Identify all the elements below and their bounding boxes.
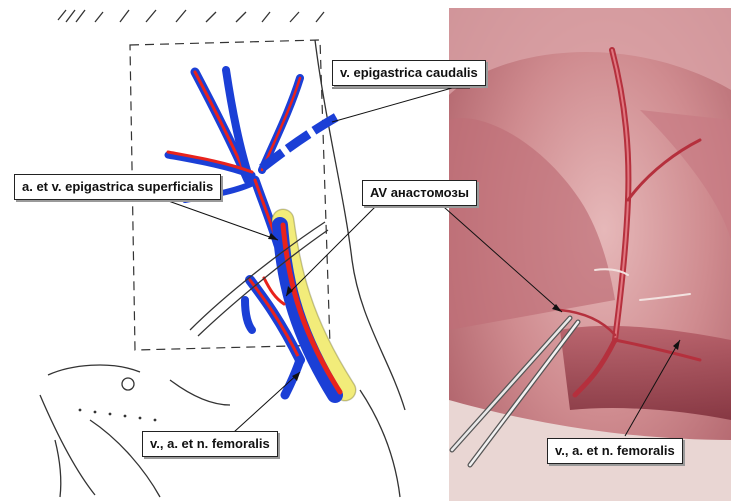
label-av-anastomoses-text: AV анастомозы <box>370 185 469 200</box>
skin-hatching <box>58 10 324 22</box>
contour-dots <box>79 409 157 422</box>
leader-epigastrica-caudalis-2 <box>332 88 452 122</box>
leader-femoralis-left <box>234 372 300 432</box>
label-femoralis-right-text: v., a. et n. femoralis <box>555 443 675 458</box>
label-femoralis-right: v., a. et n. femoralis <box>547 438 683 464</box>
femoral-bundle <box>245 220 345 395</box>
leader-av-left <box>286 200 382 296</box>
surgical-photo <box>449 8 731 501</box>
label-epigastrica-superficialis-text: a. et v. epigastrica superficialis <box>22 179 213 194</box>
label-femoralis-left: v., a. et n. femoralis <box>142 431 278 457</box>
label-epigastrica-caudalis-text: v. epigastrica caudalis <box>340 65 478 80</box>
label-av-anastomoses: AV анастомозы <box>362 180 477 206</box>
label-epigastrica-caudalis: v. epigastrica caudalis <box>332 60 486 86</box>
body-contours <box>40 40 405 497</box>
label-epigastrica-superficialis: a. et v. epigastrica superficialis <box>14 174 221 200</box>
label-femoralis-left-text: v., a. et n. femoralis <box>150 436 270 451</box>
